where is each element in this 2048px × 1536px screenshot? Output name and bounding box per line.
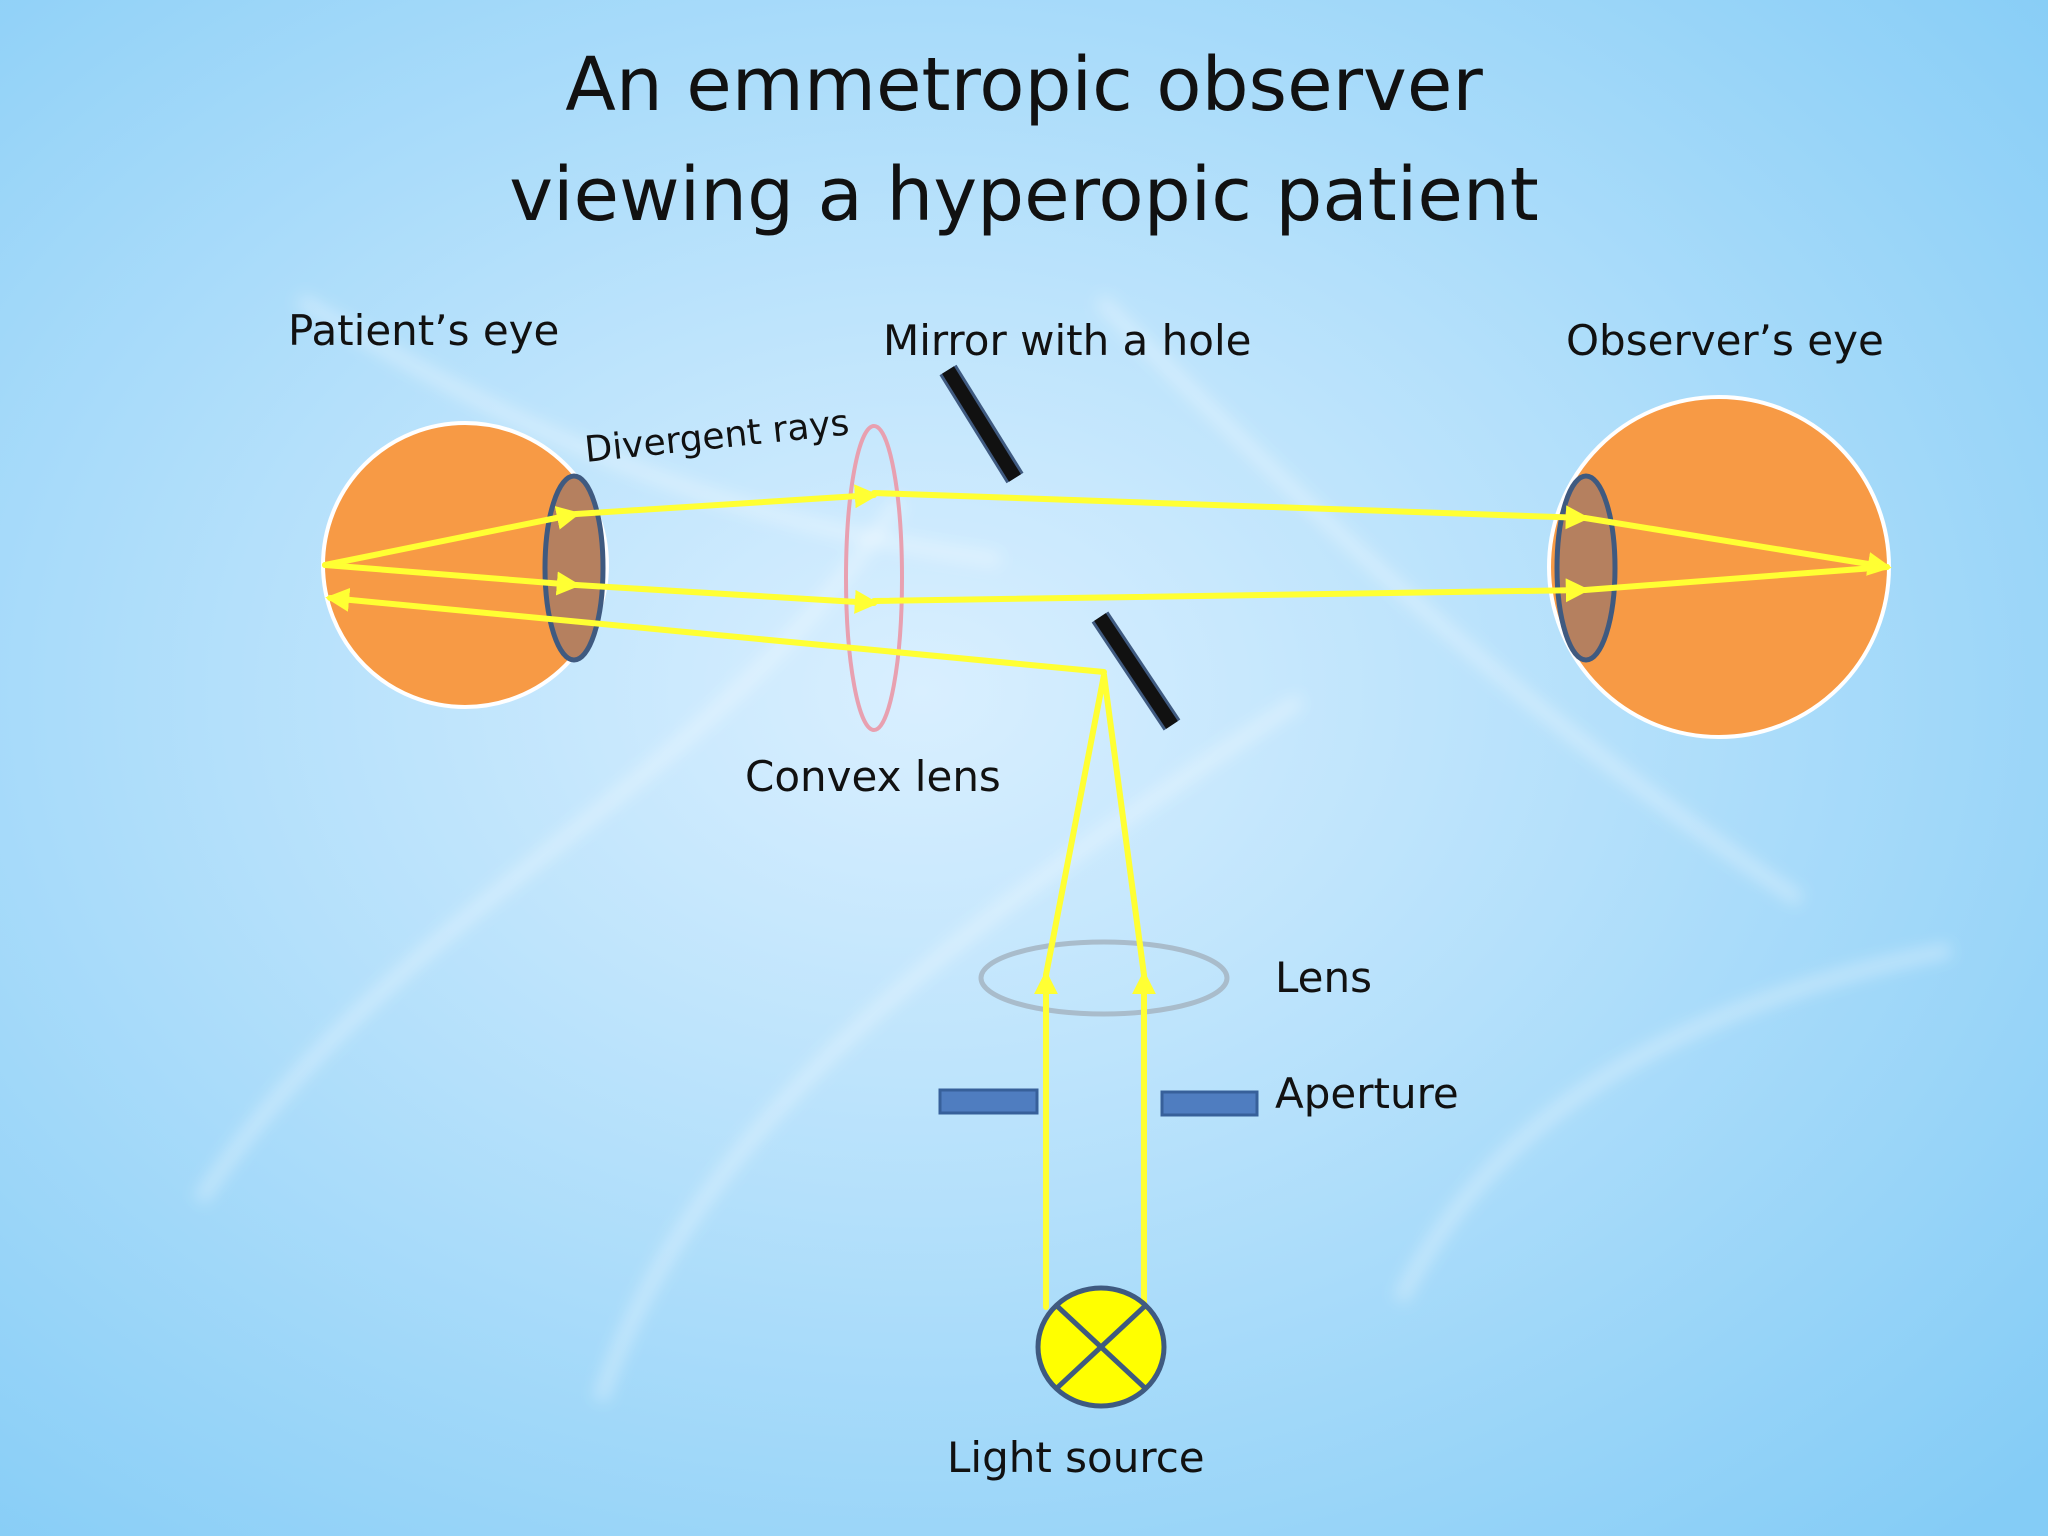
mirror-lower	[1094, 613, 1178, 729]
ray-parallel-lower	[871, 578, 1590, 604]
mirror-with-hole	[939, 364, 1181, 731]
ray-divergent-upper	[573, 484, 879, 517]
ray-focus-right	[1101, 672, 1147, 978]
observer-eye	[1547, 395, 1891, 739]
patient-eye	[321, 421, 609, 709]
aperture-right	[1160, 1090, 1259, 1117]
ray-retina-lower	[322, 562, 581, 596]
condensing-lens	[978, 939, 1230, 1017]
bulb-cross-b	[1055, 1304, 1147, 1390]
light-source-bulb	[1035, 1285, 1167, 1409]
label-observer-eye: Observer’s eye	[1566, 316, 1884, 365]
ray-observer-upper	[1582, 515, 1892, 576]
label-patient-eye: Patient’s eye	[288, 306, 560, 355]
ray-observer-lower	[1582, 564, 1890, 593]
label-mirror: Mirror with a hole	[883, 316, 1252, 365]
ray-focus-left	[1043, 672, 1107, 978]
convex-lens	[844, 424, 904, 732]
ray-parallel-upper	[871, 490, 1590, 530]
aperture-left	[938, 1088, 1039, 1115]
ray-divergent-lower	[573, 582, 879, 614]
observer-pupil	[1554, 473, 1618, 663]
label-aperture: Aperture	[1275, 1069, 1459, 1118]
label-convex-lens: Convex lens	[745, 752, 1001, 801]
mirror-upper	[942, 366, 1021, 482]
ray-retina-upper	[322, 506, 581, 568]
label-light-source: Light source	[947, 1433, 1205, 1482]
ray-into-patient	[325, 587, 1107, 675]
label-divergent-rays: Divergent rays	[583, 402, 851, 471]
patient-pupil	[542, 473, 606, 663]
title-line-1: An emmetropic observer	[565, 42, 1483, 128]
title-line-2: viewing a hyperopic patient	[509, 152, 1539, 238]
label-lens: Lens	[1275, 953, 1373, 1002]
